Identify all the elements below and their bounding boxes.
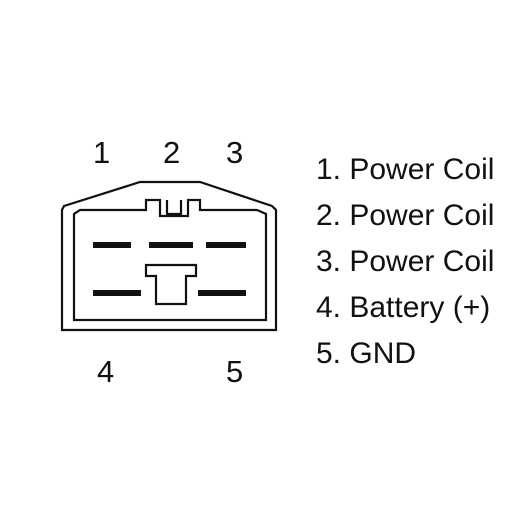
terminal-pin-4	[93, 290, 141, 296]
legend-item-5: 5. GND	[316, 337, 417, 370]
legend-item-1: 1. Power Coil	[316, 153, 495, 186]
pin-label-4: 4	[97, 354, 115, 389]
pin-label-5: 5	[226, 354, 244, 389]
legend-item-4: 4. Battery (+)	[316, 291, 491, 324]
pin-label-2: 2	[163, 135, 181, 170]
terminal-pin-1	[93, 242, 131, 248]
bottom-key-tab	[144, 263, 198, 306]
connector-housing-outer	[60, 180, 278, 332]
pin-label-3: 3	[226, 135, 244, 170]
top-key-notch	[165, 200, 183, 216]
legend-item-2: 2. Power Coil	[316, 199, 495, 232]
pin-label-1: 1	[93, 135, 111, 170]
pin-legend: 1. Power Coil 2. Power Coil 3. Power Coi…	[316, 147, 516, 377]
terminal-pin-5	[198, 290, 246, 296]
terminal-pin-2	[149, 242, 193, 248]
connector-housing-inner	[72, 198, 268, 322]
legend-item-3: 3. Power Coil	[316, 245, 495, 278]
terminal-pin-3	[206, 242, 246, 248]
